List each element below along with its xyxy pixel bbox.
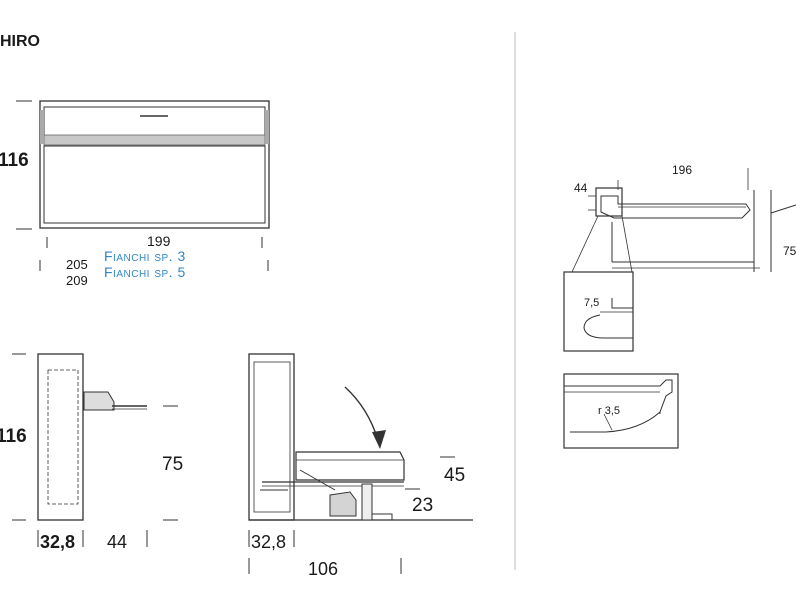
support-leg (361, 483, 373, 521)
lip-label: 7,5 (584, 297, 599, 309)
total-depth-label: 106 (308, 559, 338, 579)
open-cabinet (248, 353, 295, 521)
lip-curve (583, 314, 633, 339)
mechanism-arm (299, 469, 336, 491)
radius-curve (570, 411, 661, 433)
leg-foot (372, 513, 393, 520)
side-hinge-left (40, 110, 44, 144)
desk-height-label: 75 (162, 454, 183, 475)
front-width-label: 199 (147, 233, 171, 249)
lip-profile (611, 298, 633, 309)
shelf-detail (563, 168, 796, 449)
wall-line (770, 204, 796, 214)
closed-bed-dashed (47, 369, 79, 505)
radius-profile (564, 379, 673, 414)
mechanism-foot (329, 491, 357, 517)
shelf-width-label: 196 (672, 163, 692, 177)
bed-panel (43, 145, 266, 224)
zoom-box-lip (563, 271, 634, 352)
side-hinge-right (265, 110, 269, 144)
radius-leader (603, 413, 613, 431)
open-depth-label: 32,8 (251, 532, 286, 552)
cabinet-outline (39, 100, 270, 229)
shelf-depth-label: 44 (574, 181, 588, 195)
side-view-open (248, 353, 473, 574)
drawing-title: HIRO (0, 33, 40, 50)
open-cabinet-inner (253, 361, 291, 513)
zoom-box-radius (563, 373, 679, 449)
front-height-label: 116 (0, 150, 29, 171)
radius-label: r 3,5 (598, 405, 620, 417)
desk-depth-label: 44 (107, 532, 127, 552)
closed-height-label: 116 (0, 426, 27, 447)
closed-depth-label: 32,8 (40, 532, 75, 552)
shelf-outline (600, 195, 751, 219)
rotation-arrowhead (372, 430, 386, 449)
desk-bracket (83, 391, 115, 411)
zoom-connector (571, 215, 599, 273)
shelf-height-label: 75 (783, 244, 796, 258)
width-sp5-label: 209 (66, 273, 88, 288)
front-view (16, 100, 270, 271)
closed-cabinet (37, 353, 84, 521)
fianchi-sp5-label: Fianchi sp. 5 (104, 264, 186, 280)
side-view-closed (12, 353, 178, 547)
base-height-label: 23 (412, 495, 433, 516)
top-panel (43, 106, 266, 139)
width-sp3-label: 205 (66, 257, 88, 272)
bed-frame (295, 451, 405, 481)
zoom-connector (621, 215, 633, 273)
bed-height-label: 45 (444, 465, 465, 486)
fianchi-sp3-label: Fianchi sp. 3 (104, 248, 186, 264)
fold-band (43, 134, 266, 146)
